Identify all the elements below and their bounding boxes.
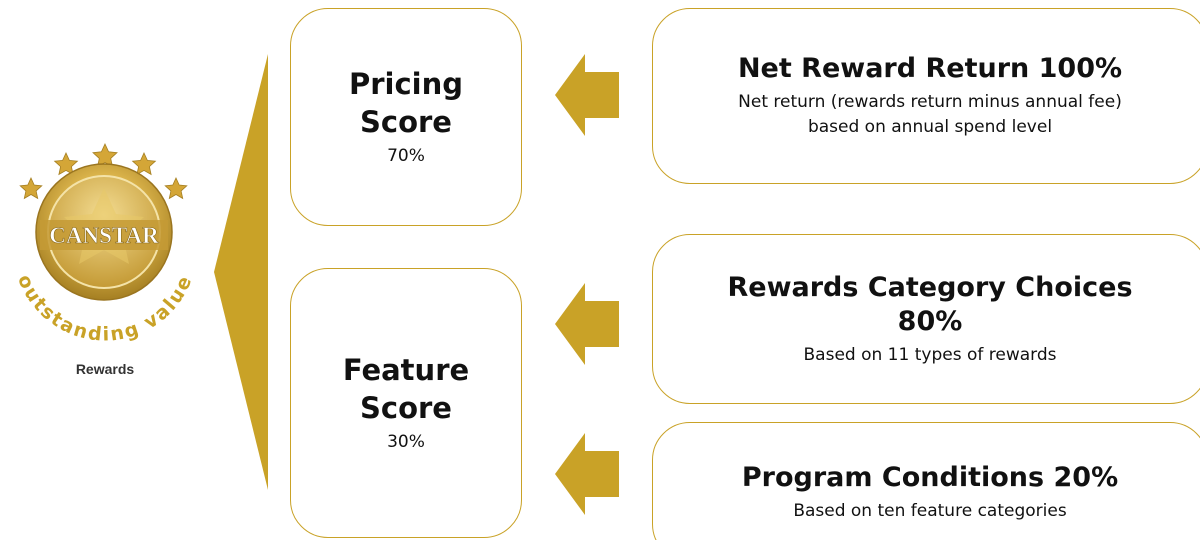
star-icon bbox=[92, 143, 118, 168]
pricing-score-box: Pricing Score 70% bbox=[290, 8, 522, 226]
feature-score-box: Feature Score 30% bbox=[290, 268, 522, 538]
program-conditions-title: Program Conditions 20% bbox=[741, 461, 1119, 493]
rewards-category-choices-box: Rewards Category Choices 80% Based on 11… bbox=[652, 234, 1200, 404]
logo-brand: CANSTAR bbox=[49, 223, 159, 248]
feature-score-percent: 30% bbox=[387, 432, 425, 452]
star-icon bbox=[53, 152, 79, 176]
net-reward-return-title: Net Reward Return 100% bbox=[737, 53, 1123, 84]
rewards-category-choices-description: Based on 11 types of rewards bbox=[803, 344, 1057, 365]
pricing-score-percent: 70% bbox=[387, 146, 425, 166]
logo-caption: Rewards bbox=[75, 361, 135, 377]
left-arrow-icon bbox=[555, 54, 619, 136]
left-arrow-icon bbox=[555, 433, 619, 515]
program-conditions-description: Based on ten feature categories bbox=[793, 500, 1067, 521]
star-icon bbox=[19, 177, 43, 200]
pricing-score-title: Pricing Score bbox=[348, 67, 464, 139]
star-icon bbox=[131, 152, 157, 176]
feature-score-title: Feature Score bbox=[342, 353, 470, 425]
gold-triangle-connector bbox=[214, 54, 268, 490]
net-reward-return-description: Net return (rewards return minus annual … bbox=[738, 92, 1122, 137]
net-reward-return-box: Net Reward Return 100% Net return (rewar… bbox=[652, 8, 1200, 184]
star-icon bbox=[164, 177, 188, 200]
rewards-category-choices-title: Rewards Category Choices 80% bbox=[727, 271, 1133, 337]
canstar-award-icon: CANSTAR outstanding value bbox=[13, 143, 195, 346]
canstar-award-logo: CANSTAR outstanding value Rewards bbox=[0, 140, 210, 380]
program-conditions-box: Program Conditions 20% Based on ten feat… bbox=[652, 422, 1200, 540]
left-arrow-icon bbox=[555, 283, 619, 365]
stars-icon bbox=[19, 143, 188, 200]
